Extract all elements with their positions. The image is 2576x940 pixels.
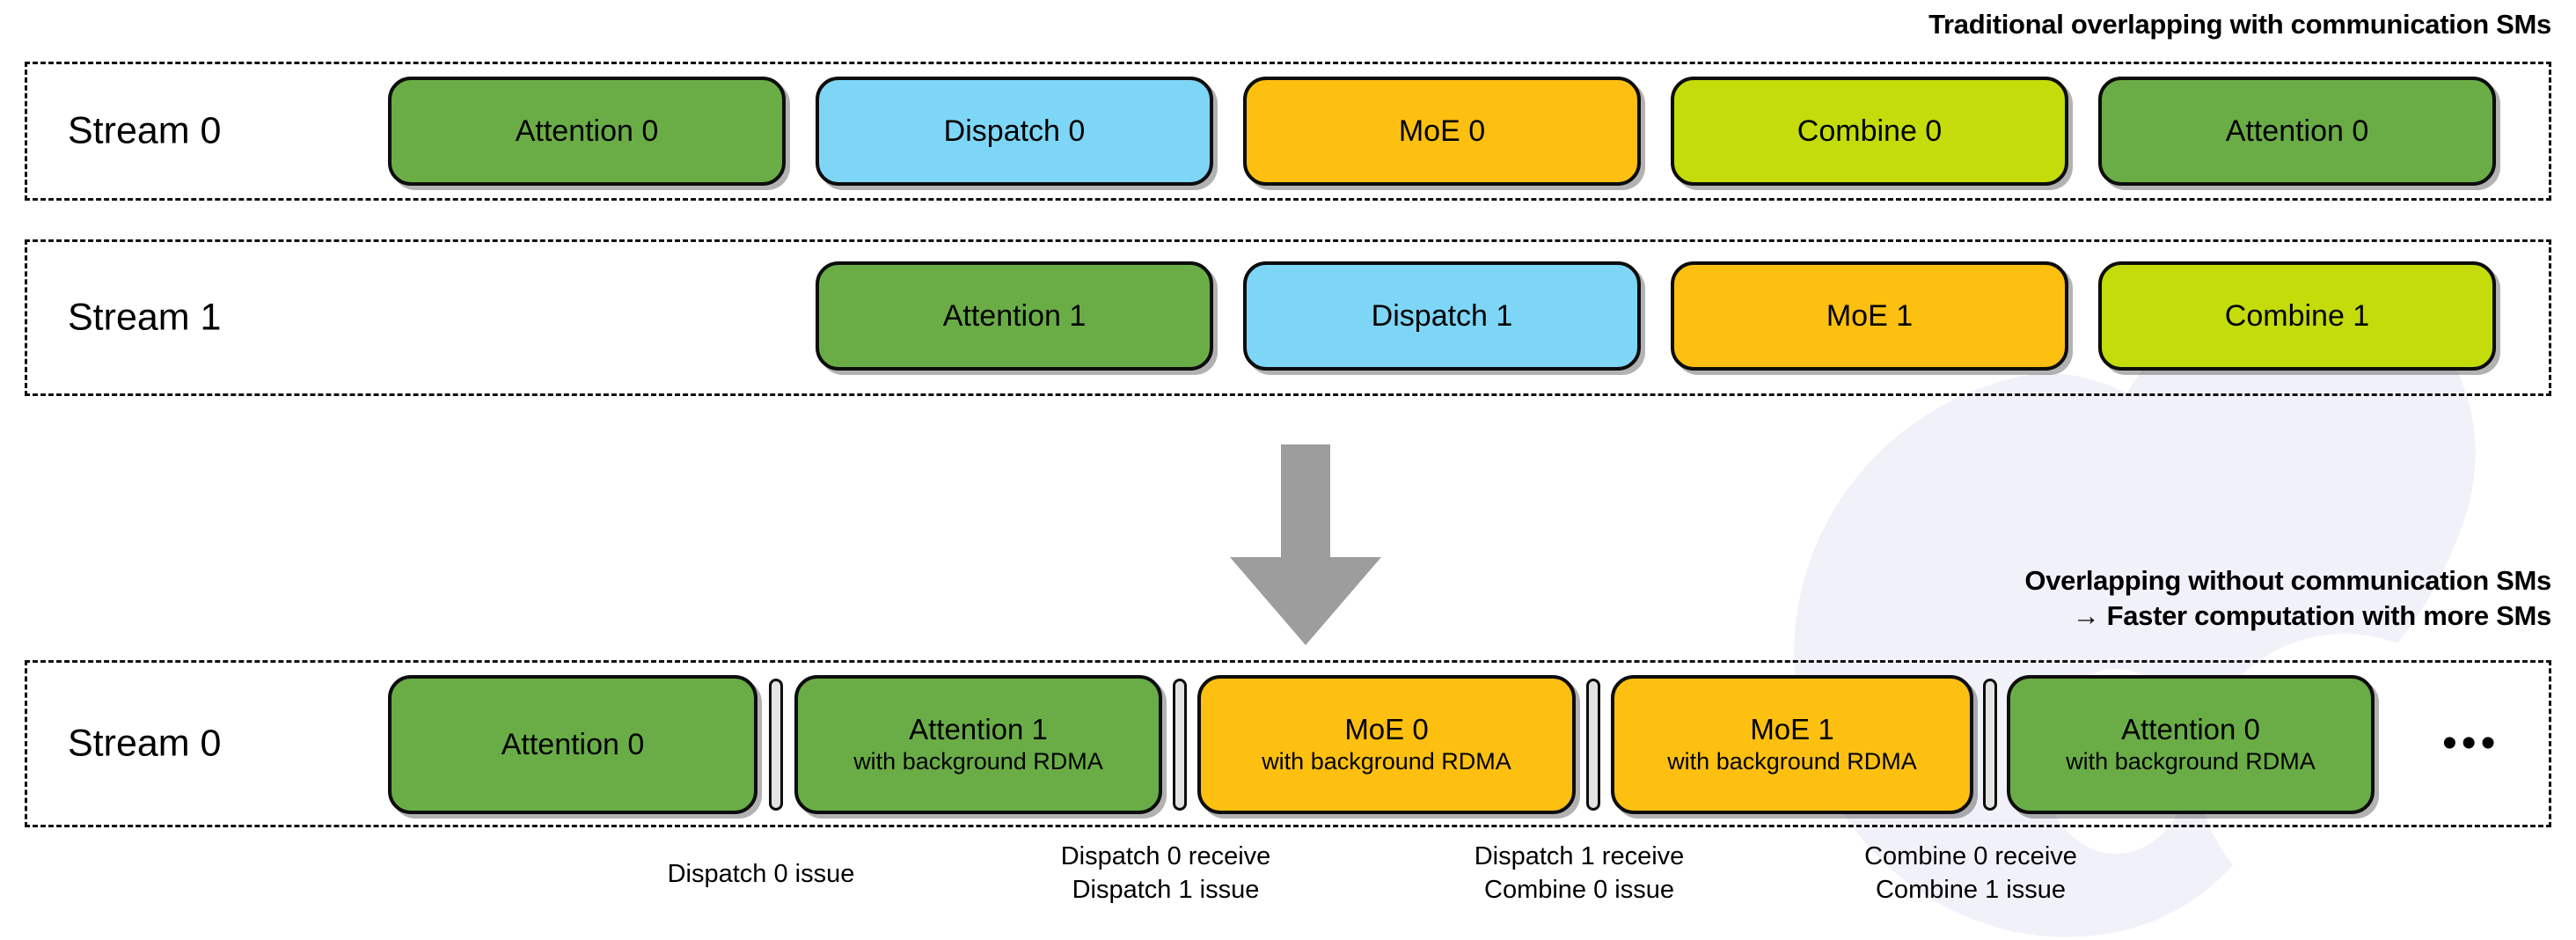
task-box-title: Attention 0 — [2121, 712, 2260, 745]
task-box-title: Combine 1 — [2224, 298, 2370, 333]
stream-label-optimized-stream0: Stream 0 — [68, 722, 222, 765]
task-box-subtitle: with background RDMA — [853, 748, 1103, 775]
task-box-title: MoE 0 — [1344, 712, 1429, 745]
kernel-separator-2 — [1173, 679, 1187, 811]
traditional-stream1-track: Attention 1 Dispatch 1 MoE 1 Combine 1 — [27, 242, 2549, 393]
task-box-title: MoE 1 — [1750, 712, 1834, 745]
task-box-title: MoE 0 — [1398, 114, 1486, 148]
kernel-separator-4 — [1983, 679, 1997, 811]
trad-s1-box-0-attention: Attention 1 — [816, 261, 1213, 371]
task-box-title: Dispatch 0 — [943, 114, 1086, 148]
task-box-title: Attention 0 — [515, 114, 659, 148]
traditional-stream0-row: Stream 0 Attention 0 Dispatch 0 MoE 0 Combi… — [25, 62, 2551, 201]
opt-s0-box-0-attention: Attention 0 — [388, 675, 757, 814]
task-box-title: Attention 1 — [909, 712, 1048, 745]
stream-label-traditional-stream1: Stream 1 — [68, 296, 222, 339]
trad-s1-box-3-combine: Combine 1 — [2098, 261, 2496, 371]
trad-s1-box-1-dispatch: Dispatch 1 — [1243, 261, 1641, 371]
annotation-caption-0: Dispatch 0 issue — [667, 860, 855, 888]
annotation-caption-3: Combine 0 receive Combine 1 issue — [1864, 842, 2077, 904]
traditional-stream0-track: Attention 0 Dispatch 0 MoE 0 Combine 0 Atten… — [27, 64, 2549, 198]
traditional-section-heading: Traditional overlapping with communicati… — [1928, 9, 2551, 40]
task-box-title: Dispatch 1 — [1371, 298, 1513, 333]
task-box-subtitle: with background RDMA — [1262, 748, 1511, 775]
kernel-separator-1 — [769, 679, 783, 811]
traditional-stream1-row: Stream 1 Attention 1 Dispatch 1 MoE 1 Combi… — [25, 239, 2551, 396]
task-box-title: Attention 1 — [942, 298, 1087, 333]
task-box-title: MoE 1 — [1826, 298, 1914, 333]
trad-s0-box-3-combine: Combine 0 — [1671, 77, 2068, 186]
optimized-section-heading: Overlapping without communication SMs → … — [2024, 565, 2551, 632]
task-box-title: Attention 0 — [501, 727, 645, 761]
task-box-subtitle: with background RDMA — [2066, 748, 2316, 775]
annotation-caption-1: Dispatch 0 receive Dispatch 1 issue — [1060, 842, 1271, 904]
trad-s0-box-4-attention: Attention 0 — [2098, 77, 2496, 186]
opt-s0-box-3-moe: MoE 1 with background RDMA — [1611, 675, 1973, 814]
opt-s0-box-4-attention: Attention 0 with background RDMA — [2007, 675, 2375, 814]
trad-s0-box-0-attention: Attention 0 — [388, 77, 786, 186]
trad-s1-box-2-moe: MoE 1 — [1671, 261, 2068, 371]
stream-label-traditional-stream0: Stream 0 — [68, 109, 222, 152]
annotation-caption-2: Dispatch 1 receive Combine 0 issue — [1474, 842, 1685, 904]
task-box-title: Attention 0 — [2225, 114, 2369, 148]
trad-s0-box-2-moe: MoE 0 — [1243, 77, 1641, 186]
task-box-title: Combine 0 — [1797, 114, 1943, 148]
task-box-subtitle: with background RDMA — [1667, 748, 1917, 775]
trad-s0-box-1-dispatch: Dispatch 0 — [816, 77, 1213, 186]
kernel-separator-3 — [1586, 679, 1600, 811]
opt-s0-box-1-attention: Attention 1 with background RDMA — [794, 675, 1162, 814]
down-arrow-icon — [1230, 444, 1381, 645]
continuation-ellipsis: ••• — [2442, 720, 2500, 767]
optimized-stream0-track: Attention 0 Attention 1 with background RD… — [27, 663, 2549, 825]
opt-s0-box-2-moe: MoE 0 with background RDMA — [1197, 675, 1576, 814]
optimized-stream0-row: Stream 0 Attention 0 Attention 1 with back… — [25, 660, 2551, 827]
